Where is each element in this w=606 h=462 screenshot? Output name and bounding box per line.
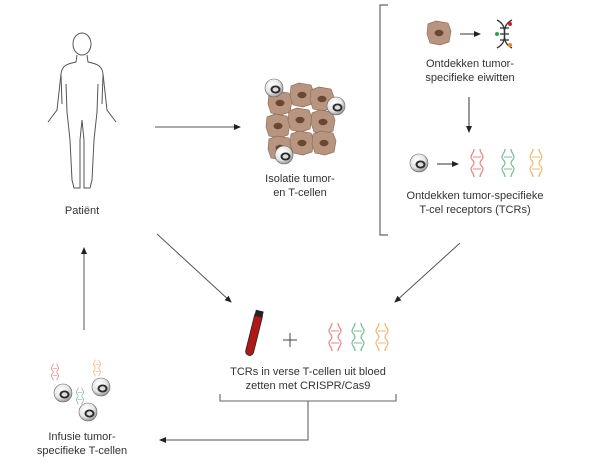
blood-tube-plus-receptors-icon (245, 309, 389, 356)
arrow-tcrs-to-crispr (394, 242, 461, 303)
tumor-cell-to-dna-icon (426, 19, 513, 49)
tcrs-label: Ontdekken tumor-specifieke T-cel recepto… (395, 189, 555, 217)
proteins-label: Ontdekken tumor- specifieke eiwitten (410, 57, 530, 85)
arrow-crispr-to-infusion (159, 401, 309, 443)
isolation-label-line1: Isolatie tumor- (265, 173, 335, 185)
human-body-outline-icon (47, 32, 117, 189)
bracket-left (379, 4, 388, 236)
modified-t-cells-icon (51, 359, 111, 422)
crispr-label-line2: zetten met CRISPR/Cas9 (245, 380, 371, 392)
infusion-label-line1: Infusie tumor- (48, 431, 116, 443)
tcrs-label-line2: T-cel receptors (TCRs) (419, 204, 531, 216)
infusion-label-line2: specifieke T-cellen (36, 445, 128, 457)
infusion-label: Infusie tumor- specifieke T-cellen (22, 430, 142, 458)
isolation-label: Isolatie tumor- en T-cellen (250, 172, 350, 200)
bracket-bottom (219, 394, 397, 402)
arrow-patient-to-crispr (156, 233, 232, 303)
tcrs-label-line1: Ontdekken tumor-specifieke (406, 190, 544, 202)
patient-label: Patiënt (64, 205, 100, 217)
crispr-label: TCRs in verse T-cellen uit bloed zetten … (218, 365, 398, 393)
crispr-label-line1: TCRs in verse T-cellen uit bloed (230, 366, 386, 378)
tumor-and-t-cells-icon (264, 78, 346, 165)
t-cell-to-receptors-icon (409, 148, 543, 178)
proteins-label-line1: Ontdekken tumor- (425, 58, 515, 70)
isolation-label-line2: en T-cellen (273, 187, 327, 199)
proteins-label-line2: specifieke eiwitten (425, 72, 515, 84)
